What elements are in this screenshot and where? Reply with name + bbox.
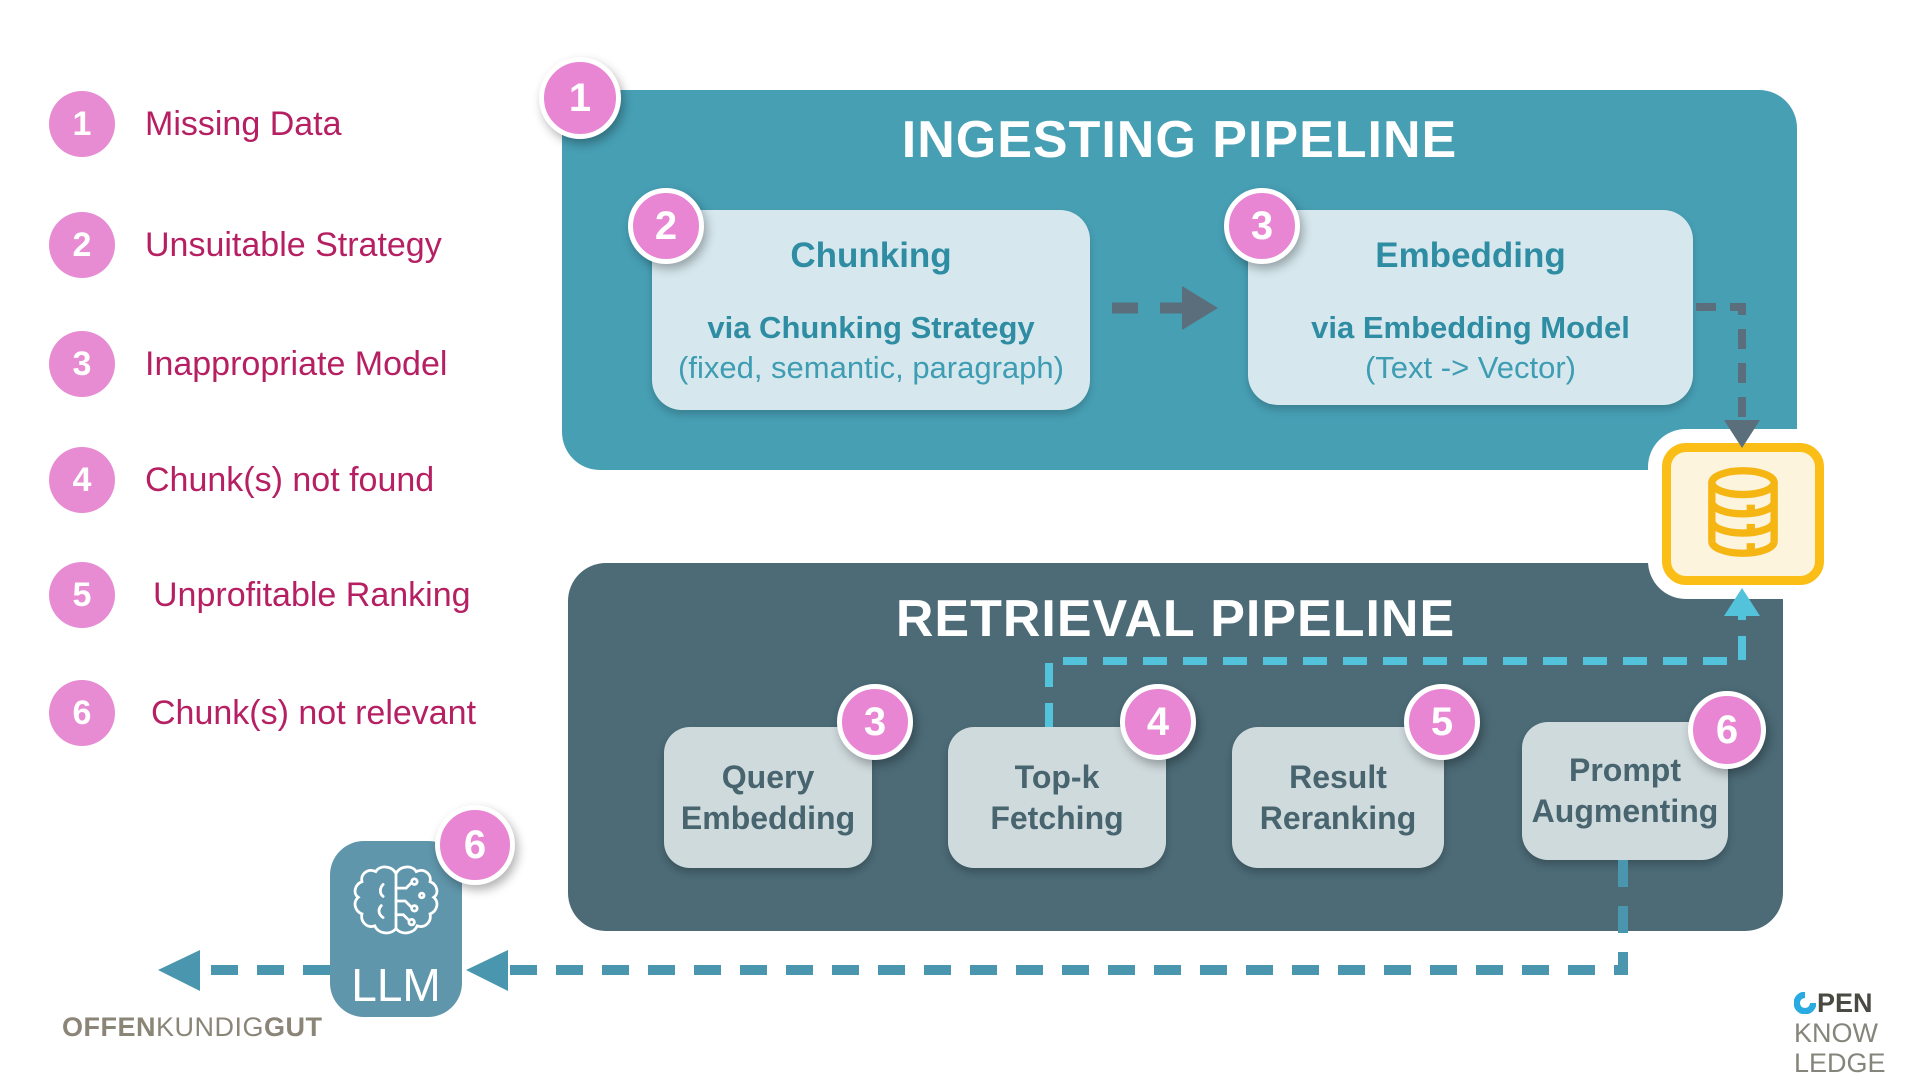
step-label-line: Query	[721, 758, 815, 795]
chunking-title: Chunking	[790, 236, 952, 275]
legend-item-1: 1 Missing Data	[49, 91, 342, 157]
legend-label: Chunk(s) not relevant	[151, 693, 477, 732]
legend-item-5: 5 Unprofitable Ranking	[49, 562, 471, 628]
step-label-line: Fetching	[990, 799, 1124, 836]
logo-part-kundig: KUNDIG	[156, 1012, 265, 1042]
offenkundiggut-logo: OFFENKUNDIGGUT	[62, 1012, 323, 1043]
prompt-augmenting-box: Prompt Augmenting	[1522, 722, 1728, 860]
badge-reranking-5: 5	[1404, 684, 1480, 760]
badge-topk-4: 4	[1120, 684, 1196, 760]
legend-label: Chunk(s) not found	[145, 460, 435, 499]
query-embedding-box: Query Embedding	[664, 727, 872, 868]
legend-item-4: 4 Chunk(s) not found	[49, 447, 434, 513]
legend-number-badge: 4	[49, 447, 115, 513]
logo-line-ledge: LEDGE	[1794, 1048, 1886, 1078]
legend-number-badge: 2	[49, 212, 115, 278]
badge-query-3: 3	[837, 684, 913, 760]
embedding-method: via Embedding Model	[1311, 310, 1630, 345]
brain-icon	[350, 855, 442, 952]
retrieval-pipeline-title: RETRIEVAL PIPELINE	[895, 590, 1456, 648]
embedding-title: Embedding	[1375, 236, 1566, 275]
badge-embedding-3: 3	[1224, 188, 1300, 264]
step-label-line: Top-k	[1014, 758, 1100, 795]
badge-llm-6: 6	[435, 805, 515, 885]
legend-label: Unprofitable Ranking	[153, 575, 471, 614]
embedding-box: Embedding via Embedding Model (Text -> V…	[1248, 210, 1693, 405]
top-k-fetching-box: Top-k Fetching	[948, 727, 1166, 868]
llm-box: LLM	[330, 841, 462, 1017]
badge-augmenting-6: 6	[1688, 691, 1766, 769]
legend-number-badge: 6	[49, 680, 115, 746]
embedding-options: (Text -> Vector)	[1364, 350, 1577, 385]
llm-label: LLM	[351, 959, 441, 1011]
legend-label: Unsuitable Strategy	[145, 225, 442, 264]
logo-part-gut: GUT	[264, 1012, 323, 1042]
legend-number-badge: 5	[49, 562, 115, 628]
legend-number-badge: 3	[49, 331, 115, 397]
openknowledge-o-icon	[1794, 992, 1816, 1014]
step-label-line: Reranking	[1259, 799, 1417, 836]
vector-database-box	[1662, 443, 1824, 585]
step-label-line: Embedding	[680, 799, 856, 836]
logo-part-offen: OFFEN	[62, 1012, 156, 1042]
legend-number-badge: 1	[49, 91, 115, 157]
legend-item-6: 6 Chunk(s) not relevant	[49, 680, 476, 746]
legend-item-2: 2 Unsuitable Strategy	[49, 212, 442, 278]
logo-line-know: KNOW	[1794, 1018, 1878, 1048]
step-label-line: Result	[1289, 758, 1387, 795]
openknowledge-logo: PEN KNOW LEDGE	[1794, 988, 1886, 1078]
chunking-method: via Chunking Strategy	[707, 310, 1035, 345]
result-reranking-box: Result Reranking	[1232, 727, 1444, 868]
logo-line-pen: PEN	[1817, 988, 1873, 1018]
chunking-options: (fixed, semantic, paragraph)	[678, 350, 1064, 385]
ingesting-pipeline-title: INGESTING PIPELINE	[901, 111, 1458, 169]
legend-label: Missing Data	[145, 104, 342, 143]
legend-label: Inappropriate Model	[145, 344, 448, 383]
step-label-line: Prompt	[1569, 752, 1681, 788]
step-label-line: Augmenting	[1531, 793, 1719, 829]
badge-chunking-2: 2	[628, 188, 704, 264]
legend-item-3: 3 Inappropriate Model	[49, 331, 447, 397]
chunking-box: Chunking via Chunking Strategy (fixed, s…	[652, 210, 1090, 410]
badge-ingesting-1: 1	[539, 57, 621, 139]
database-icon	[1688, 457, 1798, 572]
ingesting-pipeline-box: INGESTING PIPELINE Chunking via Chunking…	[562, 90, 1797, 470]
